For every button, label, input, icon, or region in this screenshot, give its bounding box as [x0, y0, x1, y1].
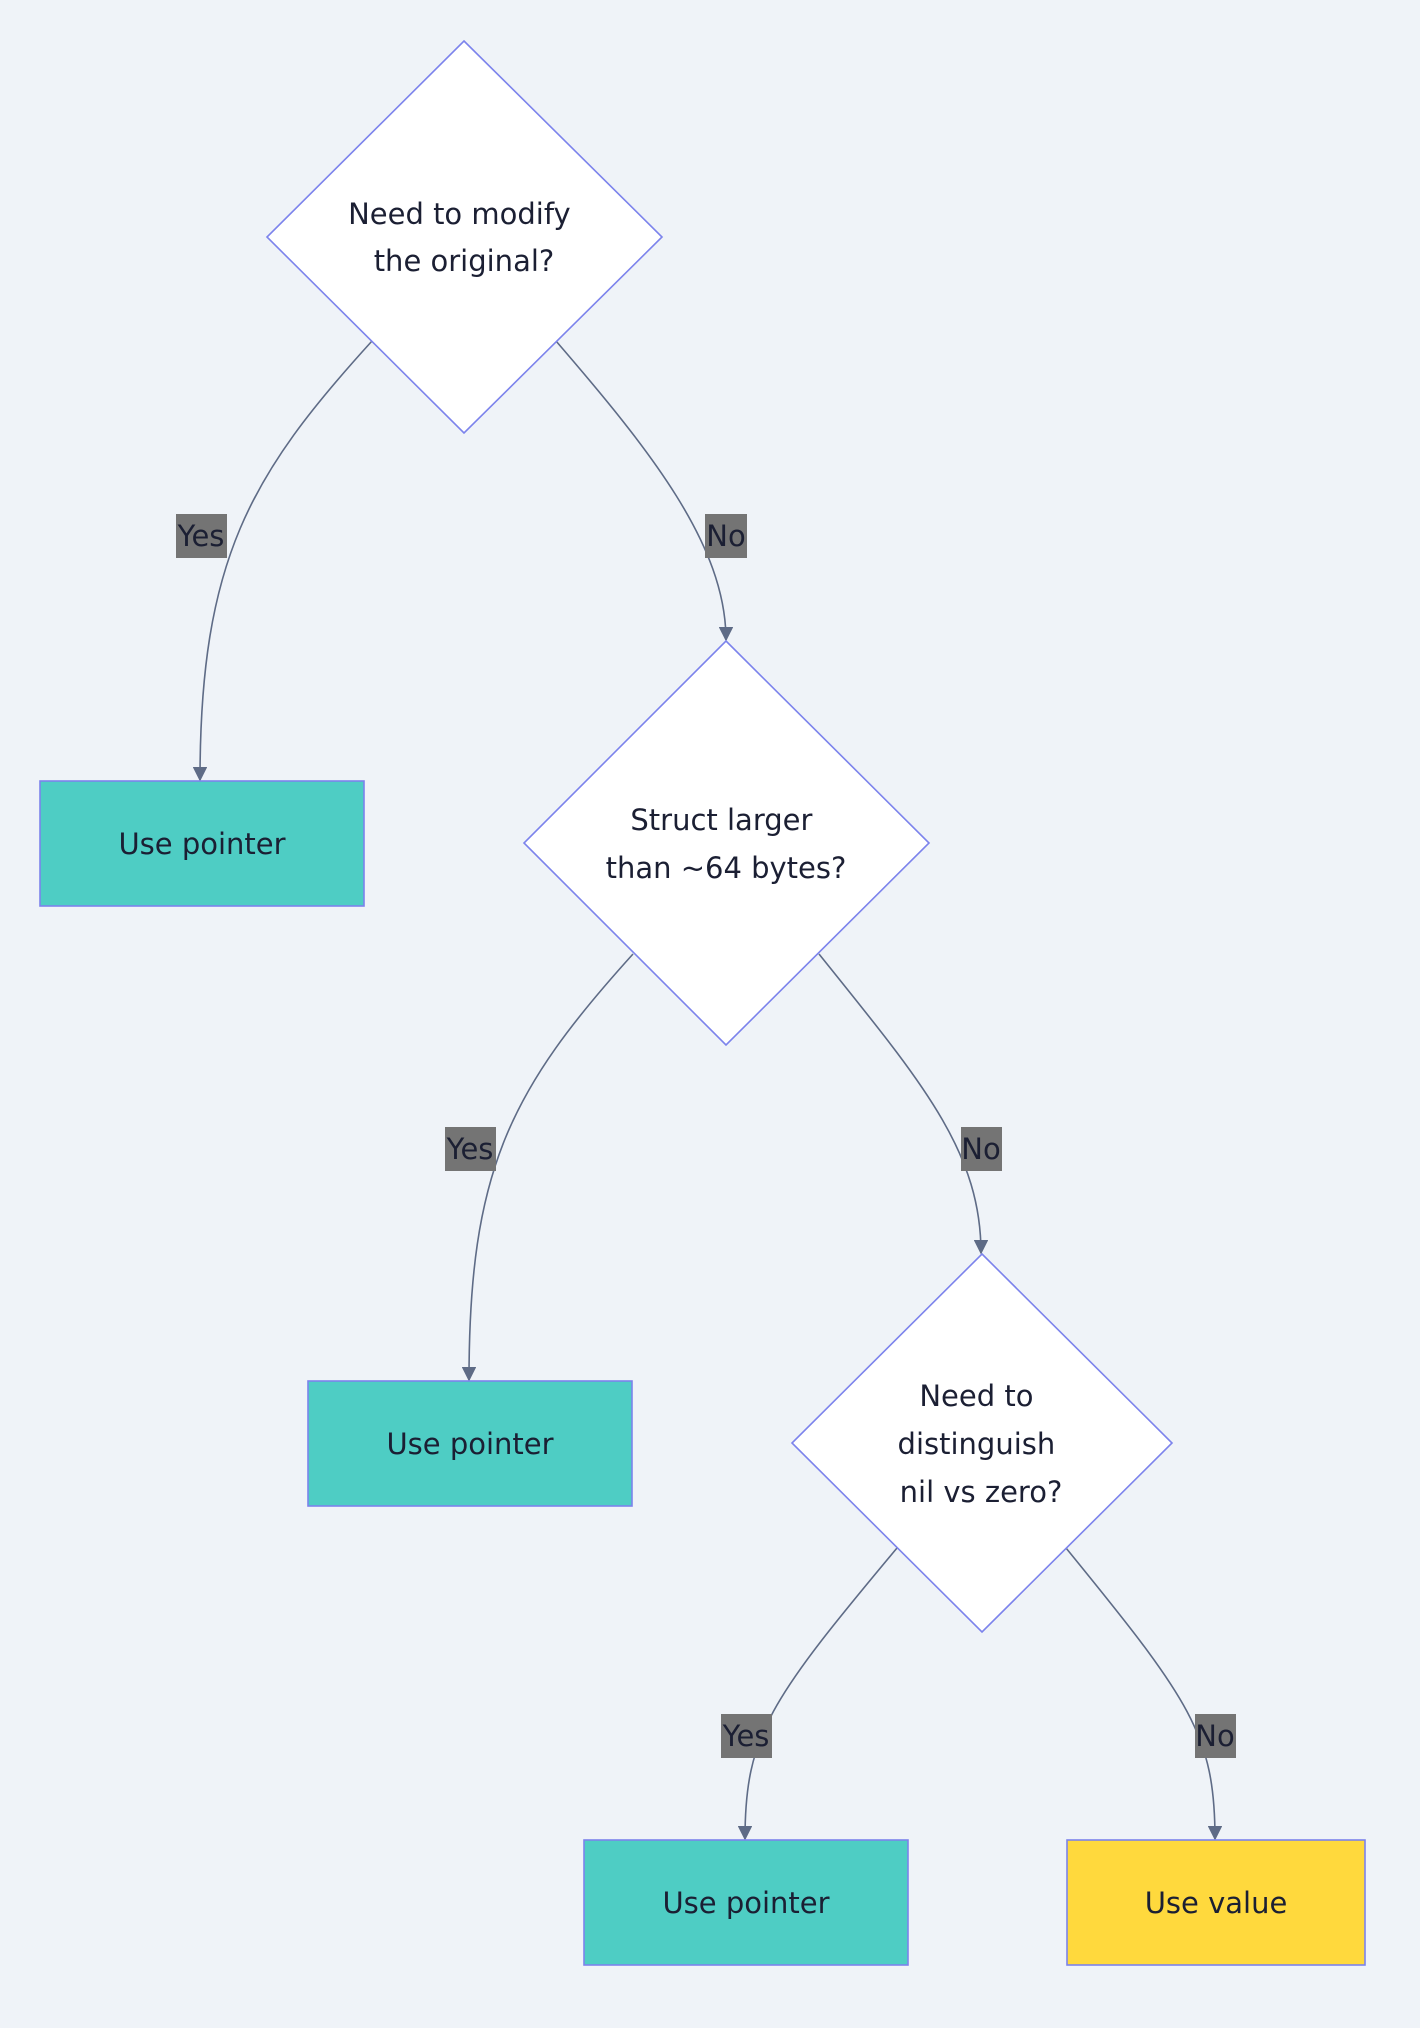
decision-node-modify-original: Need to modify the original? — [265, 39, 664, 435]
edge-label-yes: Yes — [721, 1714, 772, 1758]
svg-text:Yes: Yes — [722, 1719, 770, 1753]
edge-label-yes: Yes — [176, 514, 227, 558]
decision-node-nil-vs-zero: Need to distinguish nil vs zero? — [790, 1252, 1174, 1634]
outcome-label: Use pointer — [662, 1886, 829, 1920]
edge-decision-2-yes — [461, 953, 634, 1382]
svg-text:Yes: Yes — [177, 519, 225, 553]
edges — [192, 340, 1223, 1841]
decision-text-line: Struct larger — [630, 803, 812, 837]
svg-text:Yes: Yes — [446, 1132, 494, 1166]
decision-text-line: Need to modify — [348, 197, 571, 231]
outcome-label: Use pointer — [118, 827, 285, 861]
decision-text-line: nil vs zero? — [900, 1475, 1063, 1509]
decision-text-line: Need to — [919, 1379, 1033, 1413]
outcome-node-use-value: Use value — [1066, 1839, 1366, 1966]
svg-text:No: No — [961, 1132, 1000, 1166]
edge-label-no: No — [961, 1127, 1002, 1171]
svg-text:No: No — [1195, 1719, 1234, 1753]
edge-labels: Yes No Yes No Yes No — [176, 514, 1236, 1758]
decision-text-line: the original? — [374, 244, 555, 278]
edge-label-no: No — [1195, 1714, 1236, 1758]
outcome-node-use-pointer: Use pointer — [583, 1839, 909, 1966]
outcome-label: Use pointer — [386, 1427, 553, 1461]
decision-text-line: than ~64 bytes? — [606, 851, 847, 885]
svg-text:Need to distinguish: Need to distinguish nil vs zero? — [898, 1379, 1065, 1509]
edge-decision-3-yes — [737, 1547, 898, 1841]
outcome-label: Use value — [1145, 1886, 1288, 1920]
edge-decision-1-no — [555, 340, 734, 642]
edge-decision-2-no — [818, 953, 989, 1255]
edge-decision-3-no — [1065, 1547, 1223, 1841]
outcome-node-use-pointer: Use pointer — [307, 1380, 633, 1507]
svg-text:Need to modify the origi: Need to modify the original? — [348, 197, 580, 278]
edge-label-no: No — [705, 514, 747, 558]
svg-text:No: No — [706, 519, 745, 553]
edge-label-yes: Yes — [445, 1127, 496, 1171]
decision-node-struct-size: Struct larger than ~64 bytes? — [522, 639, 931, 1047]
outcome-node-use-pointer: Use pointer — [39, 780, 365, 907]
edge-decision-1-yes — [192, 340, 373, 782]
svg-text:Struct larger than ~64 b: Struct larger than ~64 bytes? — [606, 803, 847, 885]
decision-text-line: distinguish — [898, 1427, 1056, 1461]
